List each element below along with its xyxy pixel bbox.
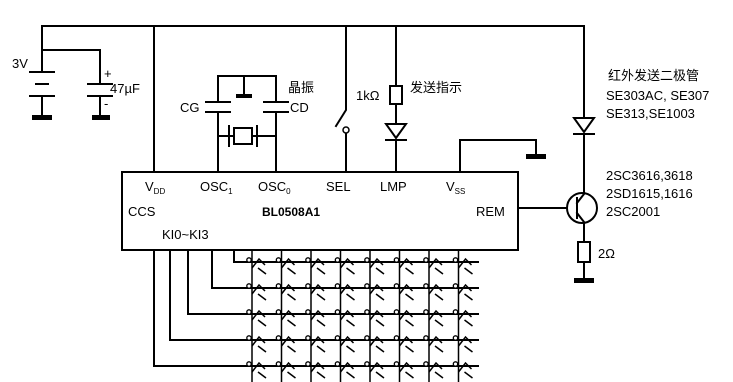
key-switch [246,361,267,379]
key-matrix [246,250,473,382]
key-switch [452,283,473,301]
key-switch [423,257,444,275]
key-switch [364,335,385,353]
key-switch [305,283,326,301]
ir-diode-model-1: SE303AC, SE307 [606,88,709,103]
key-switch [334,309,355,327]
capacitor-plus-label: + [104,66,112,81]
osc1-wire [217,75,277,173]
ir-diode-model-2: SE313,SE1003 [606,106,695,121]
emitter-resistor [577,241,591,263]
key-switch [246,309,267,327]
vss-wire [459,139,537,173]
key-switch [305,335,326,353]
key-switch [246,257,267,275]
pin-ki-label: KI0~KI3 [162,227,209,242]
top-rail-wire [41,25,585,119]
key-switch [334,361,355,379]
key-switch [364,257,385,275]
pin-lmp-label: LMP [380,179,407,194]
key-switch [305,361,326,379]
key-switch [452,309,473,327]
key-switch [393,361,414,379]
transistor-model-1: 2SC3616,3618 [606,168,693,183]
cd-label: CD [290,100,309,115]
transistor-collector [575,191,585,205]
key-switch [246,283,267,301]
key-switch [364,309,385,327]
key-switch [305,309,326,327]
pin-vdd-label: VDD [145,179,165,196]
pin-vss-label: VSS [446,179,465,196]
lmp-resistor [389,85,403,105]
key-switch [423,335,444,353]
key-switch [275,361,296,379]
ic-name-label: BL0508A1 [262,205,320,219]
ir-diode-label: 红外发送二极管 [608,68,699,84]
transistor-model-3: 2SC2001 [606,204,660,219]
battery-ground-symbol [32,115,52,120]
key-switch [305,257,326,275]
pin-sel-label: SEL [326,179,351,194]
cg-label: CG [180,100,200,115]
key-switch [275,335,296,353]
key-switch [423,361,444,379]
capacitor-value-label: 47µF [110,81,140,96]
key-switch [275,257,296,275]
capacitor-ground-symbol [92,115,110,120]
ki-line-4 [233,249,479,263]
capacitor-wire [41,49,101,116]
crystal-label: 晶振 [288,81,314,96]
ki-line-2 [187,249,479,315]
osc0-wire [243,75,277,173]
key-switch [334,257,355,275]
crystal-ground-symbol [236,94,252,98]
capacitor-minus-label: - [104,96,108,111]
transistor-emitter [575,211,585,243]
sel-switch-wire [334,25,347,173]
ir-diode-triangle [572,117,596,134]
key-switch [275,283,296,301]
key-switch [452,335,473,353]
key-switch [452,257,473,275]
key-switch [364,283,385,301]
key-switch [334,283,355,301]
vss-ground-symbol [526,154,546,159]
key-switch [275,309,296,327]
key-switch [393,283,414,301]
key-switch [393,257,414,275]
ki-line-3 [211,249,479,289]
resistor-value-label: 1kΩ [356,88,380,103]
key-switch [393,309,414,327]
pin-rem-label: REM [476,204,505,219]
emitter-resistor-label: 2Ω [598,246,615,261]
key-switch [423,283,444,301]
indicator-label: 发送指示 [410,80,462,96]
pin-osc1-label: OSC1 [200,179,233,196]
crystal-body [233,127,253,145]
sel-switch-contact [342,126,350,134]
key-switch [452,361,473,379]
key-switch [423,309,444,327]
pin-osc0-label: OSC0 [258,179,291,196]
transistor-model-2: 2SD1615,1616 [606,186,693,201]
key-switch [334,335,355,353]
pin-ccs-label: CCS [128,204,156,219]
led-triangle [384,123,408,140]
battery-voltage-label: 3V [12,56,28,71]
key-switch [393,335,414,353]
key-switch [364,361,385,379]
ic-body [121,171,519,251]
key-switch [246,335,267,353]
emitter-ground-symbol [574,278,594,283]
